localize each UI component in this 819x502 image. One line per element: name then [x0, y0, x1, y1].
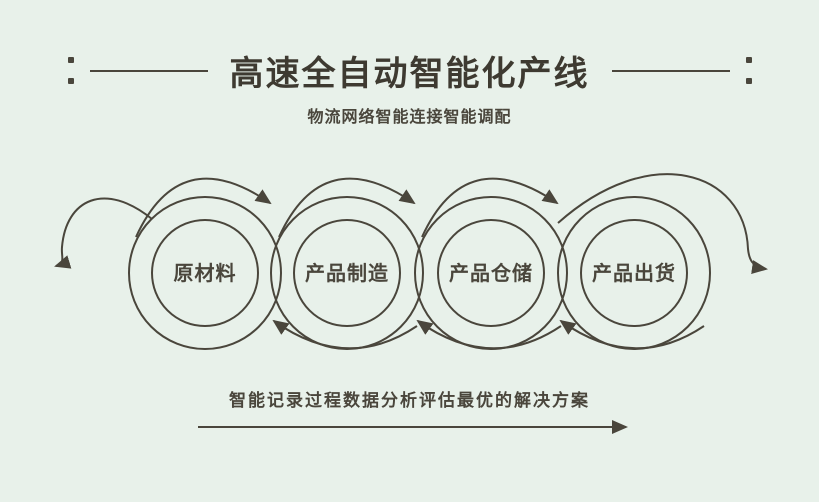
- page-subtitle: 物流网络智能连接智能调配: [307, 109, 512, 126]
- dot-icon: [745, 57, 752, 63]
- outer-ring: [128, 196, 282, 350]
- inner-ring: [437, 219, 545, 327]
- exit-arrow-right: [557, 173, 768, 274]
- flow-step-manufacturing: 产品制造: [270, 196, 424, 350]
- loop-arrow-top-1: [135, 177, 272, 238]
- dots-icon: [67, 57, 74, 84]
- bottom-caption: 智能记录过程数据分析评估最优的解决方案: [229, 391, 590, 410]
- header-deco-left: [67, 57, 208, 84]
- process-flow-diagram: 原材料 产品制造 产品仓储 产品出货: [54, 173, 768, 350]
- flow-step-shipping: 产品出货: [557, 196, 711, 350]
- flow-step-label: 产品出货: [592, 261, 676, 285]
- dot-icon: [67, 78, 74, 84]
- exit-arrow-left: [54, 197, 153, 269]
- page-title: 高速全自动智能化产线: [229, 55, 590, 93]
- inner-ring: [580, 219, 688, 327]
- divider-line: [89, 69, 208, 72]
- header-deco-right: [611, 57, 752, 84]
- loop-arrow-top-2: [278, 177, 416, 238]
- loop-arrow-bottom-2: [416, 319, 562, 350]
- inner-ring: [151, 219, 259, 327]
- divider-line: [611, 69, 730, 72]
- dot-icon: [67, 57, 74, 63]
- flow-step-label: 产品仓储: [449, 261, 533, 285]
- loop-arrow-top-3: [421, 177, 559, 238]
- inner-ring: [293, 219, 401, 327]
- flow-step-raw-material: 原材料: [128, 196, 282, 350]
- loop-arrow-bottom-3: [559, 319, 705, 350]
- flow-step-label: 原材料: [174, 262, 237, 285]
- loop-arrow-bottom-1: [272, 319, 418, 350]
- flow-step-label: 产品制造: [305, 261, 389, 285]
- dots-icon: [745, 57, 752, 84]
- bottom-arrow: [198, 420, 628, 434]
- header: 高速全自动智能化产线: [0, 46, 819, 95]
- flow-step-warehousing: 产品仓储: [414, 196, 568, 350]
- dot-icon: [745, 78, 752, 84]
